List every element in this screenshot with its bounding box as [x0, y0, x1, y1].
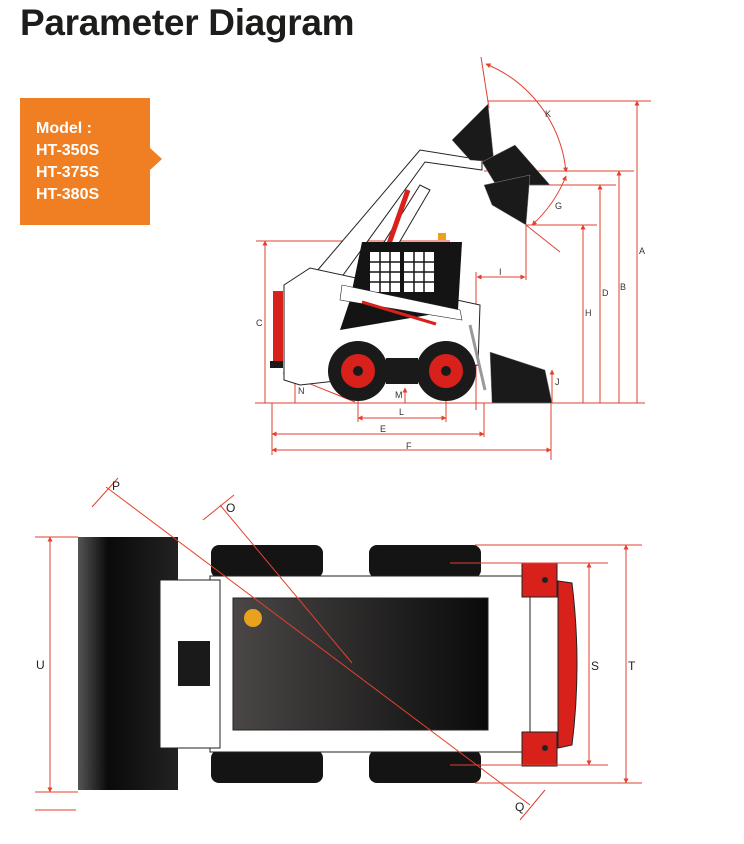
model-heading: Model :	[36, 120, 92, 137]
svg-text:C: C	[256, 318, 263, 328]
svg-text:O: O	[226, 501, 235, 515]
svg-text:F: F	[406, 441, 412, 451]
model-callout: Model : HT-350S HT-375S HT-380S	[20, 98, 162, 225]
svg-text:S: S	[591, 659, 599, 673]
svg-text:M: M	[395, 390, 403, 400]
svg-text:G: G	[555, 201, 562, 211]
side-view-diagram: K G A B D H C I J N M L E F	[255, 56, 651, 460]
svg-text:T: T	[628, 659, 636, 673]
page-title: Parameter Diagram	[20, 2, 355, 43]
svg-text:A: A	[639, 246, 645, 256]
model-item: HT-375S	[36, 164, 100, 181]
model-item: HT-380S	[36, 186, 100, 203]
svg-text:D: D	[602, 288, 609, 298]
dim-label-k: K	[545, 109, 551, 119]
svg-text:E: E	[380, 424, 386, 434]
model-item: HT-350S	[36, 142, 100, 159]
svg-text:L: L	[399, 407, 404, 417]
svg-text:U: U	[36, 658, 45, 672]
dim-label-p: P	[112, 479, 120, 493]
svg-text:J: J	[555, 377, 560, 387]
svg-text:Q: Q	[515, 800, 524, 814]
svg-text:I: I	[499, 267, 502, 277]
svg-text:B: B	[620, 282, 626, 292]
svg-text:H: H	[585, 308, 592, 318]
svg-text:N: N	[298, 386, 305, 396]
